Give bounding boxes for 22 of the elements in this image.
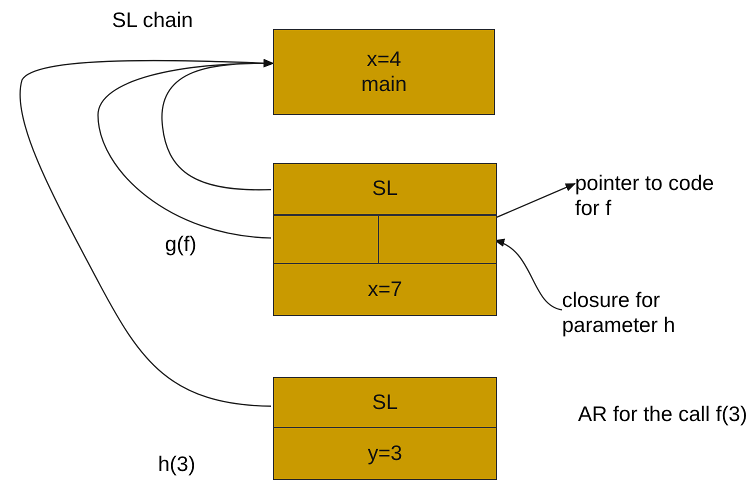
cell-text: main [361,72,407,98]
cell-text: SL [372,390,398,416]
record-cell [273,215,380,265]
note-text: closure for parameter h [562,288,676,338]
record-cell [273,377,497,429]
record-cell [273,427,497,480]
cell-text: x=4 [366,46,402,72]
frame-label: h(3) [158,452,196,478]
frame-label: g(f) [165,232,196,258]
record-cell [378,215,497,265]
note-text: SL chain [112,8,193,34]
arrow [20,58,274,407]
cell-text: y=3 [368,440,402,466]
note-text: AR for the call f(3) [578,402,748,428]
record-cell [273,163,497,215]
activation-record-box [273,377,497,480]
activation-record-box [273,163,497,316]
record-cell [273,263,497,316]
record-cell [273,29,495,115]
note-text: pointer to code for f [575,170,715,222]
cell-text: x=7 [368,276,402,302]
cell-text: SL [372,176,398,202]
